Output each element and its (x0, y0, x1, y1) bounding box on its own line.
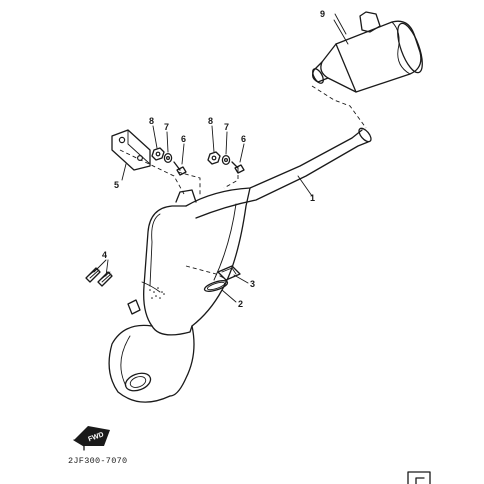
mount-bracket (111, 129, 151, 171)
exhaust-seal (217, 265, 241, 281)
callout-seal: 3 (250, 279, 255, 289)
bolt-right (231, 161, 245, 174)
exhaust-pipe (108, 127, 372, 403)
forward-arrow-icon: FWD (73, 426, 110, 451)
bolt-left (173, 161, 187, 176)
exhaust-springs (85, 267, 113, 287)
muffler-silencer (312, 11, 423, 93)
washer-left (163, 152, 173, 164)
callout-gasket: 2 (238, 299, 243, 309)
callout-bracket: 5 (114, 180, 119, 190)
callout-pipe: 1 (310, 193, 315, 203)
muffler-link-line (311, 85, 367, 129)
callout-nut-left: 8 (149, 116, 154, 126)
callout-bolt-left: 6 (181, 134, 186, 144)
callout-muffler: 9 (320, 9, 325, 19)
callout-washer-left: 7 (164, 122, 169, 132)
callout-bolt-right: 6 (241, 134, 246, 144)
washer-right (221, 154, 231, 166)
nut-right (207, 151, 221, 165)
diagram-code: 2JF300-7070 (68, 456, 127, 466)
exhaust-gasket (203, 280, 229, 292)
callout-washer-right: 7 (224, 122, 229, 132)
page-corner-marker (407, 471, 431, 484)
nut-left (151, 147, 165, 161)
pipe-weld-mark (149, 287, 165, 299)
callout-nut-right: 8 (208, 116, 213, 126)
callout-springs: 4 (102, 250, 107, 260)
leader-lines (93, 13, 347, 303)
